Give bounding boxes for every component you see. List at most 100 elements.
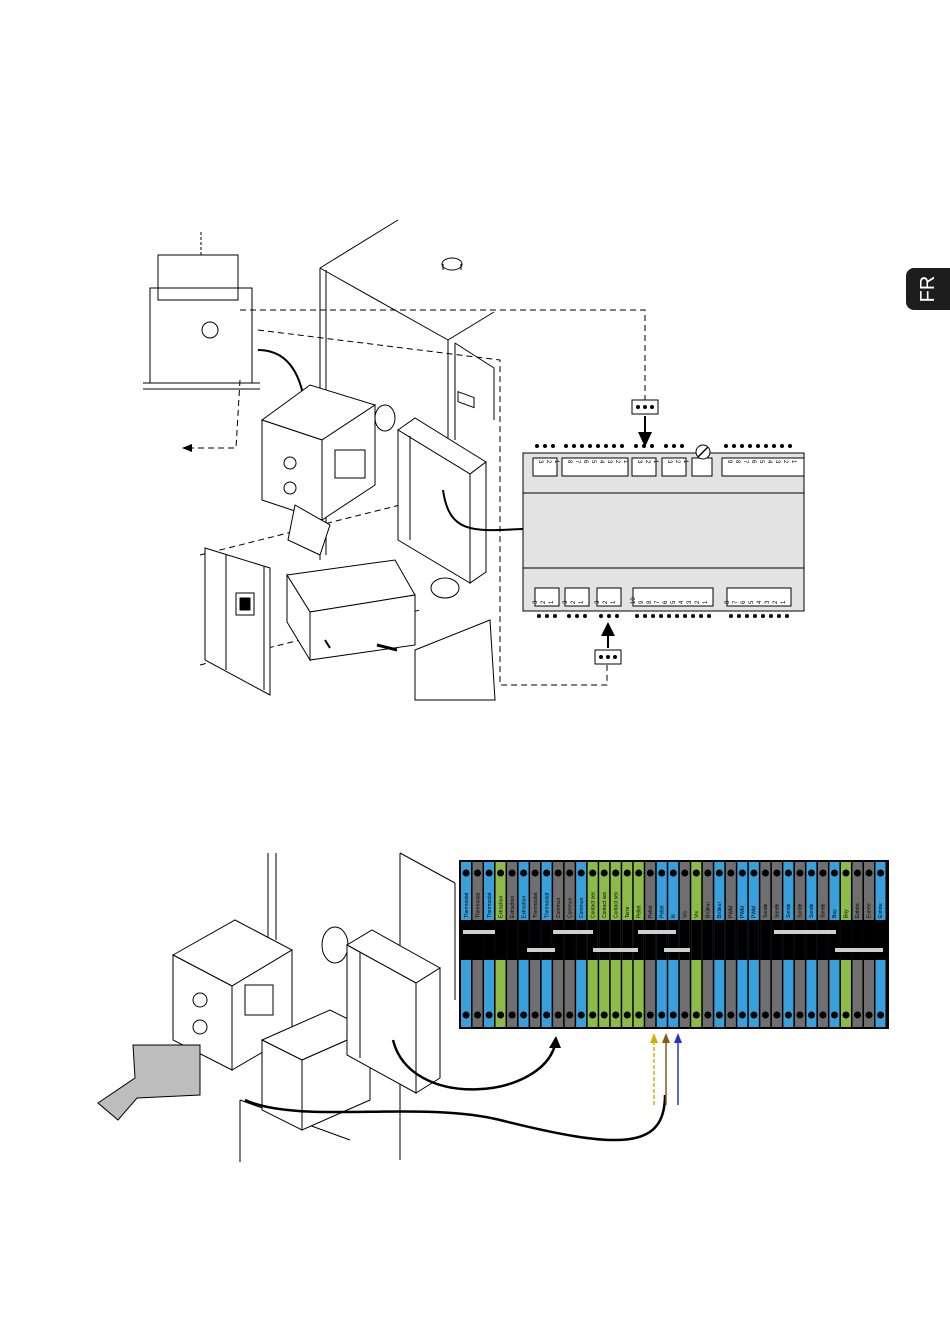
terminal-cell [852,862,863,1027]
terminal-label: Vis [683,911,689,918]
terminal-cell [771,862,782,1027]
wire-arrows [650,1033,682,1105]
terminal-label: Sonde [763,903,769,918]
terminal-band [461,920,472,960]
terminal-cell [748,862,759,1027]
pin-label: 3 [666,460,672,464]
terminal-cell [541,862,552,1027]
screw-icon [796,869,804,877]
terminal-label: Sonde [775,903,781,918]
screw-icon [854,869,862,877]
screw-icon [750,869,758,877]
terminal-label: Entrée [855,903,861,918]
pin-dot [588,444,592,448]
terminal-band [852,920,863,960]
terminal-cell [495,862,506,1027]
terminal-header [632,587,714,607]
pin-dot [699,614,703,618]
screw-icon [715,1011,723,1019]
screw-icon [877,869,885,877]
terminal-band [507,920,518,960]
terminal-cell [518,862,529,1027]
pin-label: 7 [655,600,661,604]
pin-dot [537,614,541,618]
pin-label: 7 [742,460,748,464]
screw-icon [842,1011,850,1019]
pin-dot [780,444,784,448]
cable-route-1 [391,1039,557,1091]
screw-icon [646,869,654,877]
screw-icon [508,869,516,877]
terminal-label: Thermostat [475,892,481,918]
terminal-cell [587,862,598,1027]
jumper-bar [593,948,638,952]
terminal-band [610,920,621,960]
pin-dot [664,444,668,448]
screw-icon [819,1011,827,1019]
screw-icon [566,869,574,877]
terminal-label: Entrée [867,903,873,918]
screw-icon [681,869,689,877]
terminal-band [679,920,690,960]
screw-icon [474,1011,482,1019]
pin-dot [672,444,676,448]
screw-icon [520,1011,528,1019]
screw-icon [635,1011,643,1019]
pin-dot [683,614,687,618]
pin-dot [651,614,655,618]
pin-label: 1 [781,600,787,604]
pin-label: 3 [687,600,693,604]
pin-label: 3 [765,600,771,604]
screw-icon [635,869,643,877]
pin-dot [761,614,765,618]
screw-icon [543,1011,551,1019]
terminal-band [564,920,575,960]
terminal-band [668,920,679,960]
pin-dot [675,614,679,618]
screw-icon [692,1011,700,1019]
pin-label: 6 [750,460,756,464]
screw-icon [773,869,781,877]
screw-icon [669,869,677,877]
pin-label: 7 [574,460,580,464]
pin-dot [777,614,781,618]
screw-icon [692,869,700,877]
terminal-band [840,920,851,960]
terminal-band [702,920,713,960]
terminal-header [534,587,560,607]
cable-route-2 [244,1094,667,1142]
pin-label: 3 [606,460,612,464]
pin-label: 2 [545,460,551,464]
terminal-header [661,457,687,477]
pin-label: 2 [773,600,779,604]
terminal-band [875,920,886,960]
screw-icon [577,869,585,877]
terminal-cell [553,862,564,1027]
screw-icon [761,869,769,877]
screw-icon [554,869,562,877]
pin-dot [572,444,576,448]
terminal-band [691,920,702,960]
terminal-label: Pellet [648,905,654,918]
pin-dot [785,614,789,618]
pin-label: 4 [766,460,772,464]
screw-icon [784,1011,792,1019]
terminal-band [771,920,782,960]
pin-dot [756,444,760,448]
jumper-bar [527,948,555,952]
pin-dot [680,444,684,448]
pin-label: 1 [579,600,585,604]
pin-label: 1 [652,460,658,464]
screw-icon [819,869,827,877]
pin-label: 10 [631,597,637,604]
screw-icon [830,869,838,877]
pin-label: 4 [757,600,763,604]
screw-icon [842,869,850,877]
terminal-band [541,920,552,960]
screw-icon [462,869,470,877]
pin-dot [612,444,616,448]
pin-label: 6 [663,600,669,604]
screw-icon [566,1011,574,1019]
